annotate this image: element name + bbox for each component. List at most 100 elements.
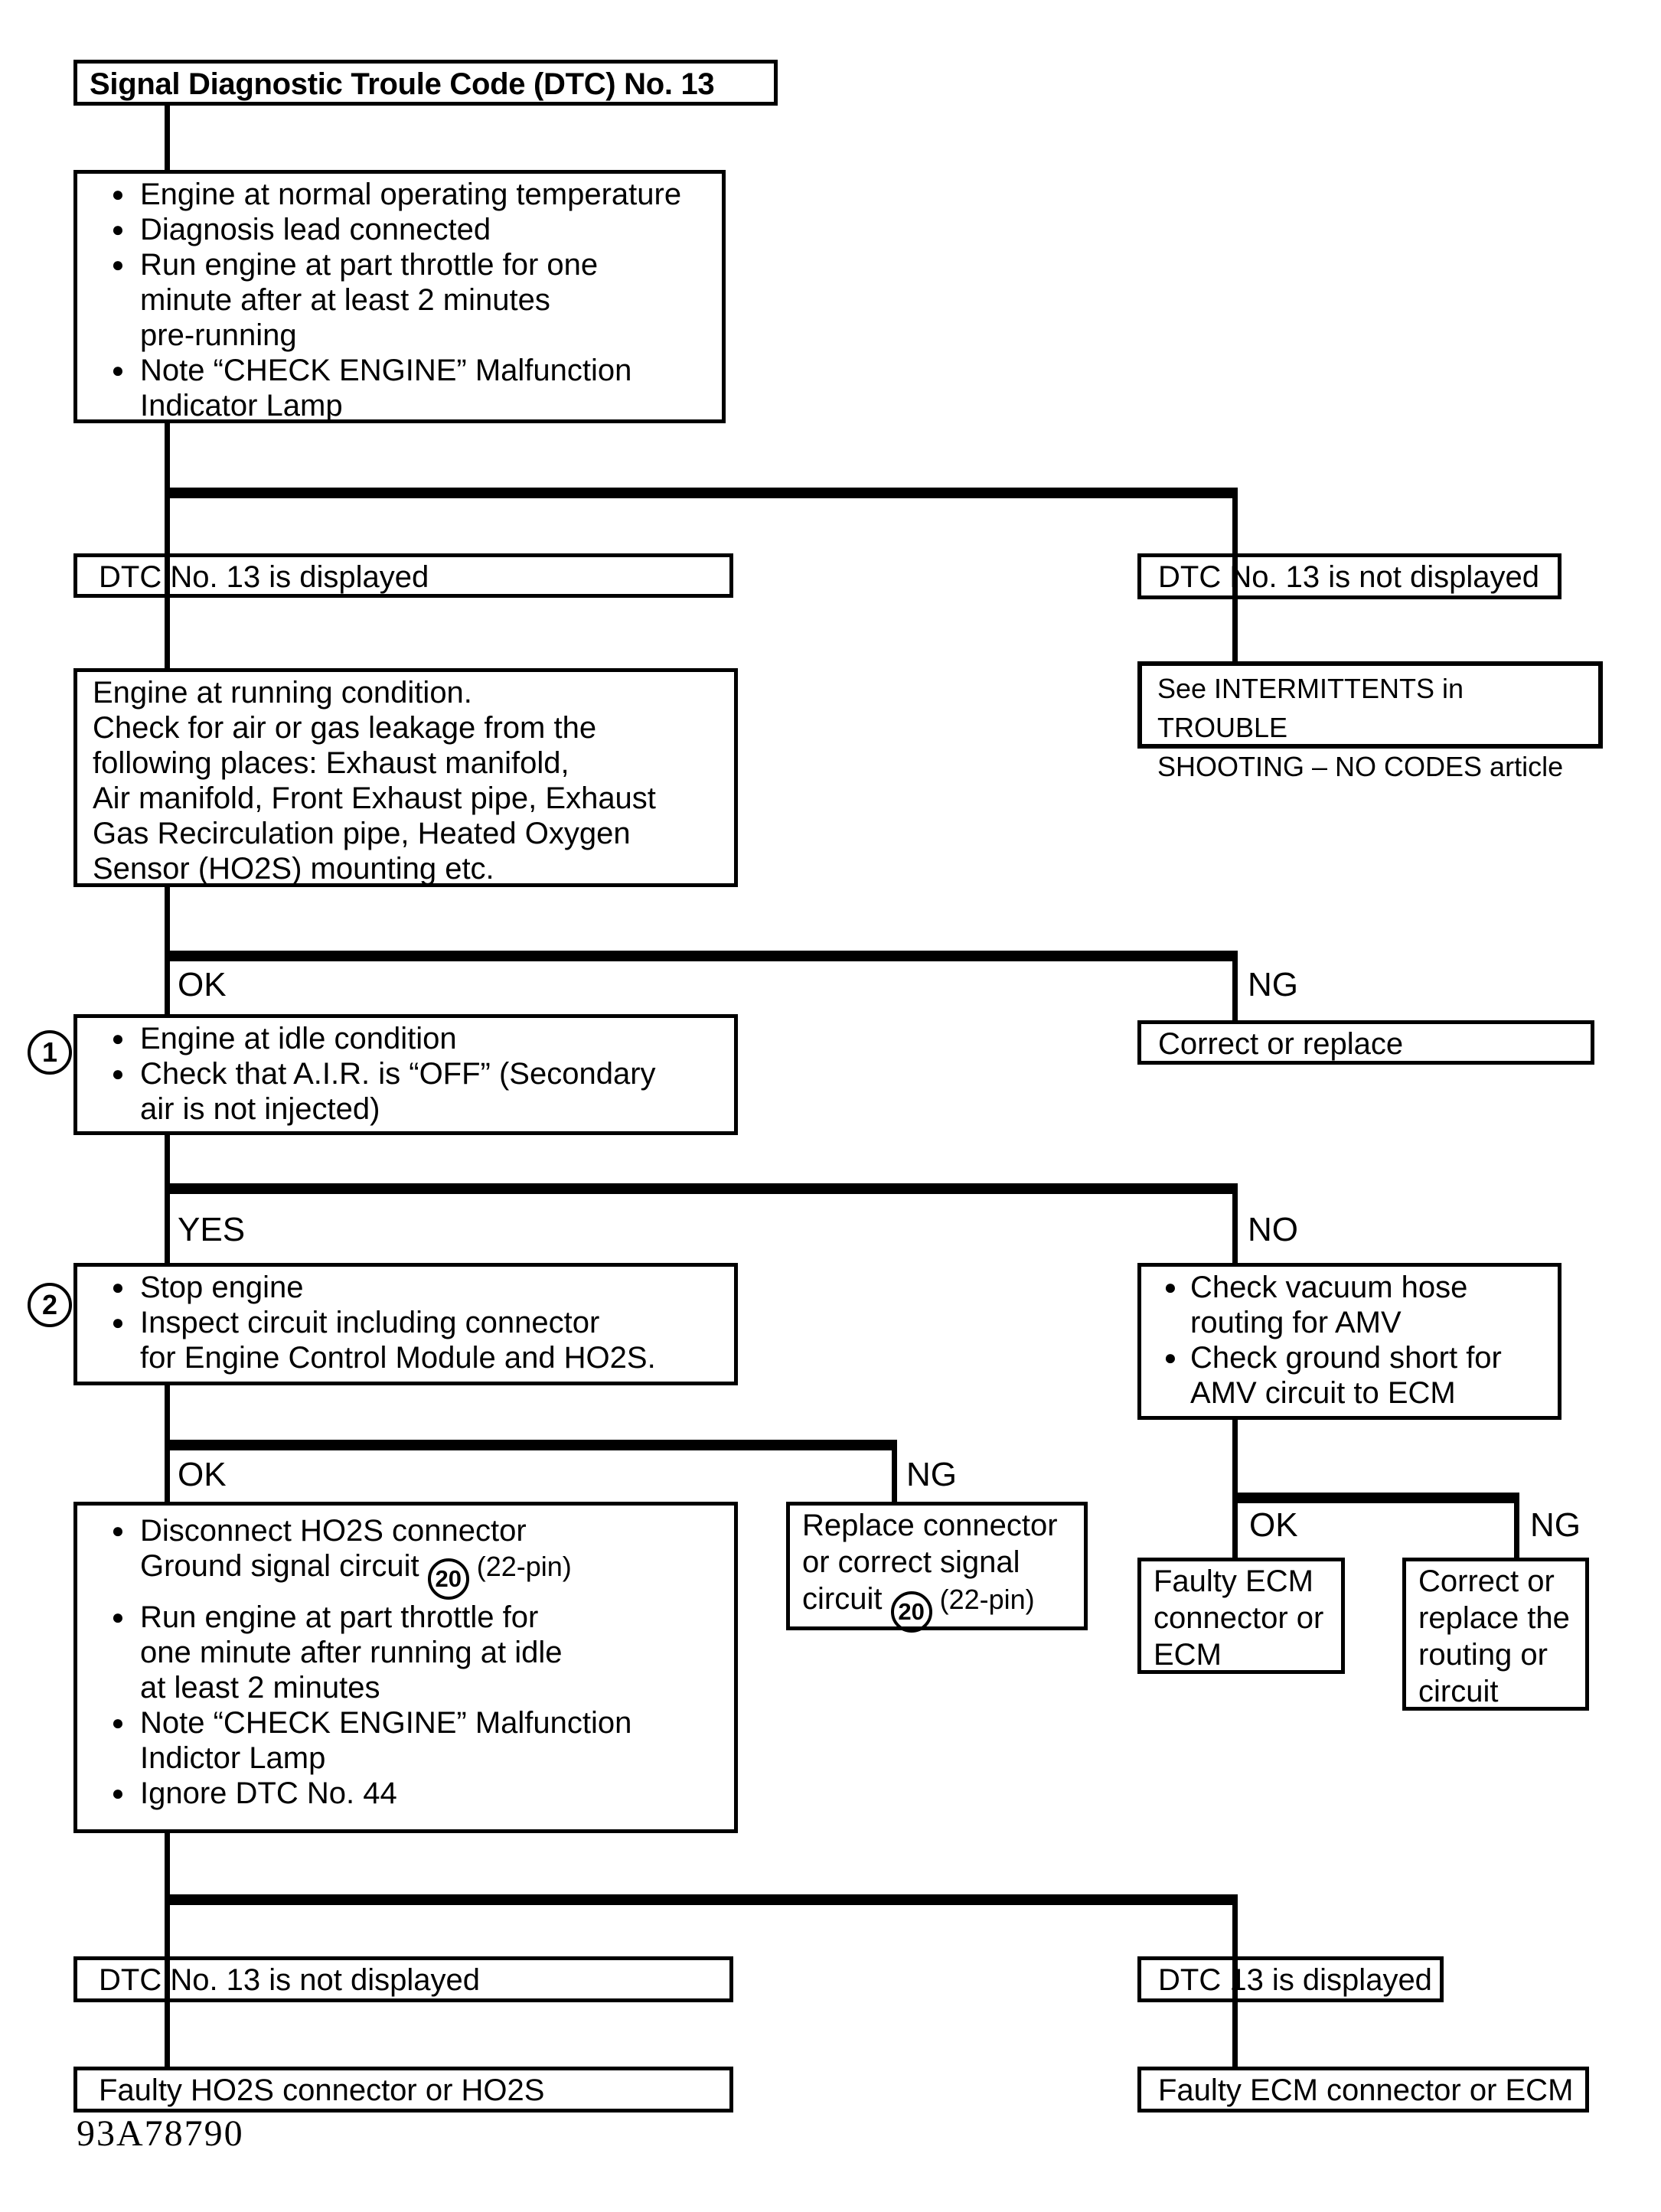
- step-marker-1: 1: [28, 1030, 72, 1075]
- connector-run-down: [165, 887, 170, 961]
- list-item: ● Stop engine: [96, 1270, 726, 1305]
- bullet-icon: ●: [111, 1310, 125, 1334]
- node-correct-or-replace: Correct or replace: [1137, 1020, 1594, 1065]
- connector-branch6-left: [165, 1894, 170, 2070]
- connector-idle-down: [165, 1135, 170, 1194]
- reference-text: See INTERMITTENTS in TROUBLE SHOOTING – …: [1157, 673, 1564, 782]
- label-ng-3: NG: [1530, 1506, 1581, 1544]
- result-text: Faulty HO2S connector or HO2S: [99, 2073, 545, 2107]
- node-idle-check: ● Engine at idle condition ● Check that …: [73, 1014, 738, 1135]
- node-correct-routing: Correct or replace the routing or circui…: [1402, 1558, 1589, 1711]
- label-ng-2: NG: [906, 1456, 957, 1493]
- circled-20-icon: 20: [427, 1558, 469, 1600]
- precondition-3: Run engine at part throttle for one minu…: [140, 248, 599, 352]
- branch-3: [165, 1183, 1238, 1194]
- node-faulty-ho2s: Faulty HO2S connector or HO2S: [73, 2067, 733, 2112]
- bullet-icon: ●: [111, 1275, 125, 1299]
- bullet-icon: ●: [111, 217, 125, 241]
- precondition-4: Note “CHECK ENGINE” Malfunction Indicato…: [140, 354, 632, 422]
- precondition-2: Diagnosis lead connected: [140, 213, 491, 246]
- node-see-intermittents: See INTERMITTENTS in TROUBLE SHOOTING – …: [1137, 661, 1603, 782]
- stop-step-2: Inspect circuit including connector for …: [140, 1306, 656, 1375]
- node-disconnect-ho2s: ● Disconnect HO2S connector Ground signa…: [73, 1502, 738, 1833]
- node-stop-engine: ● Stop engine ● Inspect circuit includin…: [73, 1263, 738, 1385]
- bullet-icon: ●: [111, 1519, 125, 1542]
- vacuum-step-1: Check vacuum hose routing for AMV: [1190, 1271, 1468, 1339]
- bullet-icon: ●: [111, 1781, 125, 1805]
- status-text: DTC 13 is displayed: [1158, 1963, 1432, 1997]
- disconnect-step-3: Note “CHECK ENGINE” Malfunction Indictor…: [140, 1706, 632, 1775]
- idle-step-1: Engine at idle condition: [140, 1022, 457, 1055]
- connector-branch1-right: [1232, 488, 1238, 664]
- disconnect-step-1: Disconnect HO2S connector Ground signal …: [140, 1513, 726, 1600]
- idle-step-2: Check that A.I.R. is “OFF” (Secondary ai…: [140, 1057, 656, 1126]
- node-faulty-ecm: Faulty ECM connector or ECM: [1137, 2067, 1589, 2112]
- connector-vacuum-down: [1232, 1420, 1238, 1503]
- node-faulty-ecm-connector: Faulty ECM connector or ECM: [1137, 1558, 1345, 1674]
- node-dtc13-not-displayed-2: DTC No. 13 is not displayed: [73, 1956, 733, 2002]
- status-text: DTC No. 13 is displayed: [99, 560, 429, 594]
- connector-branch2-left: [165, 951, 170, 1017]
- branch-1: [165, 488, 1238, 498]
- connector-disconnect-down: [165, 1833, 170, 1905]
- bullet-icon: ●: [111, 1026, 125, 1050]
- status-text: DTC No. 13 is not displayed: [1158, 560, 1540, 594]
- bullet-icon: ●: [111, 182, 125, 206]
- connector-branch4-left: [165, 1440, 170, 1505]
- action-text: Correct or replace: [1158, 1027, 1404, 1061]
- bullet-icon: ●: [111, 253, 125, 276]
- result-text: Faulty ECM connector or ECM: [1158, 2073, 1574, 2107]
- list-item: ● Check ground short for AMV circuit to …: [1150, 1340, 1555, 1411]
- disconnect-step-4: Ignore DTC No. 44: [140, 1776, 397, 1810]
- step-marker-2: 2: [28, 1283, 72, 1327]
- list-item: ● Engine at idle condition: [96, 1021, 726, 1056]
- list-item: ● Check vacuum hose routing for AMV: [1150, 1270, 1555, 1340]
- list-item: ● Ignore DTC No. 44: [96, 1776, 726, 1811]
- label-yes: YES: [178, 1211, 246, 1248]
- result-text: Faulty ECM connector or ECM: [1154, 1564, 1324, 1672]
- connector-pre-down: [165, 423, 170, 498]
- branch-2: [165, 951, 1238, 961]
- node-preconditions: ● Engine at normal operating temperature…: [73, 170, 726, 423]
- replace-text: Replace connector or correct signal circ…: [802, 1507, 1079, 1633]
- connector-branch3-left: [165, 1183, 170, 1266]
- list-item: ● Check that A.I.R. is “OFF” (Secondary …: [96, 1056, 726, 1127]
- list-item: ● Disconnect HO2S connector Ground signa…: [96, 1513, 726, 1600]
- connector-branch2-right: [1232, 951, 1238, 1023]
- stop-step-1: Stop engine: [140, 1271, 304, 1304]
- node-check-vacuum: ● Check vacuum hose routing for AMV ● Ch…: [1137, 1263, 1561, 1420]
- connector-title-down: [165, 104, 170, 173]
- connector-branch6-right: [1232, 1894, 1238, 2070]
- precondition-1: Engine at normal operating temperature: [140, 178, 682, 211]
- list-item: ● Note “CHECK ENGINE” Malfunction Indict…: [96, 1705, 726, 1776]
- node-dtc13-displayed-2: DTC 13 is displayed: [1137, 1956, 1444, 2002]
- label-ng-1: NG: [1248, 966, 1298, 1003]
- connector-branch5-right: [1514, 1493, 1519, 1561]
- connector-branch3-right: [1232, 1183, 1238, 1266]
- check-text: Engine at running condition. Check for a…: [93, 676, 656, 886]
- vacuum-step-2: Check ground short for AMV circuit to EC…: [1190, 1341, 1502, 1410]
- node-dtc13-not-displayed: DTC No. 13 is not displayed: [1137, 553, 1561, 599]
- list-item: ● Run engine at part throttle for one mi…: [96, 247, 714, 353]
- branch-6: [165, 1894, 1238, 1905]
- connector-stop-down: [165, 1385, 170, 1450]
- list-item: ● Run engine at part throttle for one mi…: [96, 1600, 726, 1705]
- bullet-icon: ●: [111, 1062, 125, 1085]
- node-dtc13-displayed: DTC No. 13 is displayed: [73, 553, 733, 598]
- label-ok-1: OK: [178, 966, 227, 1003]
- bullet-icon: ●: [111, 1711, 125, 1734]
- connector-branch1-left: [165, 488, 170, 671]
- node-title: Signal Diagnostic Troule Code (DTC) No. …: [73, 60, 778, 106]
- label-ok-3: OK: [1249, 1506, 1298, 1544]
- list-item: ● Diagnosis lead connected: [96, 212, 714, 247]
- connector-branch5-left: [1232, 1493, 1238, 1561]
- label-no: NO: [1248, 1211, 1298, 1248]
- branch-5: [1232, 1493, 1519, 1503]
- node-replace-connector: Replace connector or correct signal circ…: [786, 1502, 1088, 1633]
- bullet-icon: ●: [1163, 1275, 1177, 1299]
- circled-20-icon: 20: [890, 1591, 932, 1633]
- disconnect-step-2: Run engine at part throttle for one minu…: [140, 1600, 563, 1705]
- list-item: ● Inspect circuit including connector fo…: [96, 1305, 726, 1375]
- status-text: DTC No. 13 is not displayed: [99, 1963, 481, 1997]
